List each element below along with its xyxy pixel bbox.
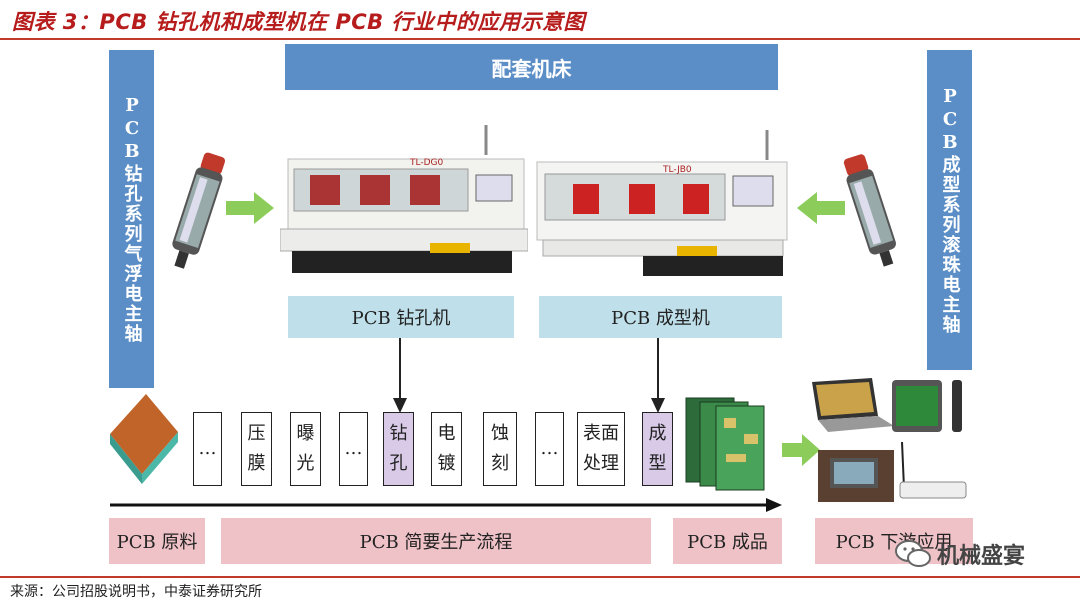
form-brand: TL-JB0	[662, 165, 692, 175]
forming-machine-image: TL-JB0	[536, 130, 788, 276]
raw-material-bar: PCB 原料	[109, 518, 205, 564]
footer-divider	[0, 576, 1080, 578]
figure-title: 图表 3：PCB 钻孔机和成型机在 PCB 行业中的应用示意图	[12, 10, 585, 34]
watermark-text: 机械盛宴	[937, 544, 1026, 569]
form-down-arrow	[651, 338, 665, 413]
title-bar: 图表 3：PCB 钻孔机和成型机在 PCB 行业中的应用示意图	[0, 0, 1080, 40]
step-ellipsis-1: …	[193, 412, 222, 486]
step-etching: 蚀刻	[483, 412, 517, 486]
top-banner: 配套机床	[285, 44, 778, 90]
downstream-green-arrow	[782, 434, 820, 466]
left-green-arrow	[226, 192, 274, 224]
step-forming: 成型	[642, 412, 673, 486]
drill-down-arrow	[393, 338, 407, 413]
drilling-machine-image: TL-DG0	[280, 125, 528, 273]
wechat-icon	[895, 540, 931, 567]
left-spindle-label: PCB钻孔系列气浮电主轴	[109, 50, 154, 388]
drilling-machine-label: PCB 钻孔机	[288, 296, 514, 338]
pcb-product-image	[685, 397, 765, 491]
step-exposure: 曝光	[290, 412, 321, 486]
right-spindle-image	[843, 154, 896, 267]
finished-product-bar: PCB 成品	[673, 518, 782, 564]
step-drilling: 钻孔	[383, 412, 414, 486]
watermark: 机械盛宴	[895, 538, 1025, 570]
right-spindle-label: PCB成型系列滚珠电主轴	[927, 50, 972, 370]
left-spindle-image	[172, 152, 226, 269]
step-ellipsis-3: …	[535, 412, 564, 486]
forming-machine-label: PCB 成型机	[539, 296, 782, 338]
step-plating: 电镀	[431, 412, 462, 486]
process-flow-arrow	[110, 498, 782, 512]
process-bar: PCB 简要生产流程	[221, 518, 651, 564]
right-green-arrow	[797, 192, 845, 224]
downstream-devices-image	[812, 378, 967, 502]
downstream-bar: PCB 下游应用	[815, 518, 973, 564]
step-lamination: 压膜	[241, 412, 272, 486]
step-ellipsis-2: …	[339, 412, 368, 486]
pcb-raw-material-image	[110, 394, 178, 484]
source-note: 来源：公司招股说明书，中泰证券研究所	[10, 584, 262, 600]
step-surface-treatment: 表面处理	[577, 412, 625, 486]
drill-brand: TL-DG0	[409, 158, 444, 168]
